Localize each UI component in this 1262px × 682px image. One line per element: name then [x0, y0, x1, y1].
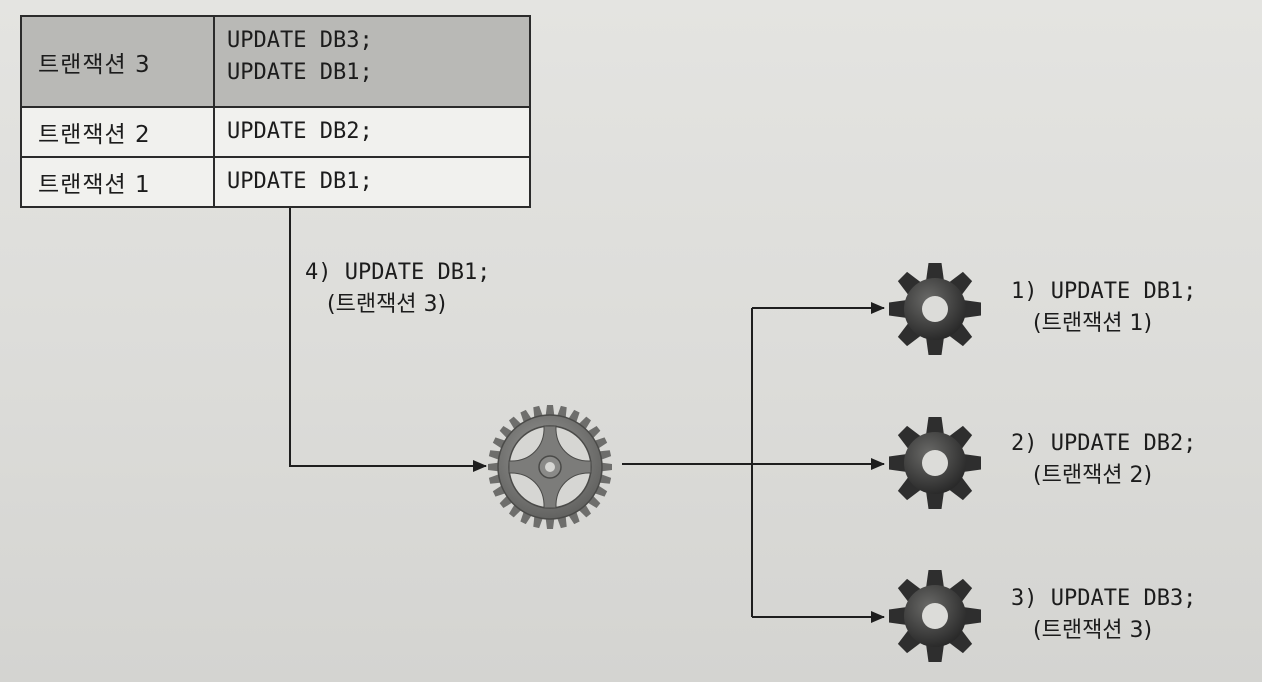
sql-statement: UPDATE DB1;: [227, 60, 373, 85]
worker-statement: 1) UPDATE DB1;: [1011, 279, 1197, 304]
transaction-statements: UPDATE DB1;: [215, 158, 529, 206]
dispatch-label: 4) UPDATE DB1; (트랜잭션 3): [305, 257, 490, 321]
transaction-name: 트랜잭션 2: [22, 108, 215, 156]
transaction-row-1: 트랜잭션 1 UPDATE DB1;: [22, 156, 529, 206]
worker-1-label: 1) UPDATE DB1; (트랜잭션 1): [1011, 276, 1196, 340]
worker-statement: 2) UPDATE DB2;: [1011, 431, 1197, 456]
transaction-name: 트랜잭션 1: [22, 158, 215, 206]
worker-transaction: (트랜잭션 3): [1033, 618, 1153, 643]
worker-transaction: (트랜잭션 2): [1033, 463, 1153, 488]
dispatch-connector: [289, 205, 487, 472]
worker-gear-2-icon: [889, 417, 981, 509]
transaction-row-3: 트랜잭션 3 UPDATE DB3; UPDATE DB1;: [22, 17, 529, 106]
sql-statement: UPDATE DB1;: [227, 169, 373, 194]
sql-statement: UPDATE DB3;: [227, 28, 373, 53]
worker-statement: 3) UPDATE DB3;: [1011, 586, 1197, 611]
coordinator-gear-icon: [488, 405, 612, 529]
transaction-queue-table: 트랜잭션 3 UPDATE DB3; UPDATE DB1; 트랜잭션 2 UP…: [20, 15, 531, 208]
dispatch-statement: 4) UPDATE DB1;: [305, 260, 491, 285]
dispatch-transaction: (트랜잭션 3): [327, 292, 447, 317]
transaction-statements: UPDATE DB3; UPDATE DB1;: [215, 17, 529, 106]
worker-transaction: (트랜잭션 1): [1033, 311, 1153, 336]
worker-gear-1-icon: [889, 263, 981, 355]
transaction-row-2: 트랜잭션 2 UPDATE DB2;: [22, 106, 529, 156]
worker-2-label: 2) UPDATE DB2; (트랜잭션 2): [1011, 428, 1196, 492]
transaction-statements: UPDATE DB2;: [215, 108, 529, 156]
worker-3-label: 3) UPDATE DB3; (트랜잭션 3): [1011, 583, 1196, 647]
sql-statement: UPDATE DB2;: [227, 119, 373, 144]
transaction-name: 트랜잭션 3: [22, 17, 215, 106]
worker-gear-3-icon: [889, 570, 981, 662]
